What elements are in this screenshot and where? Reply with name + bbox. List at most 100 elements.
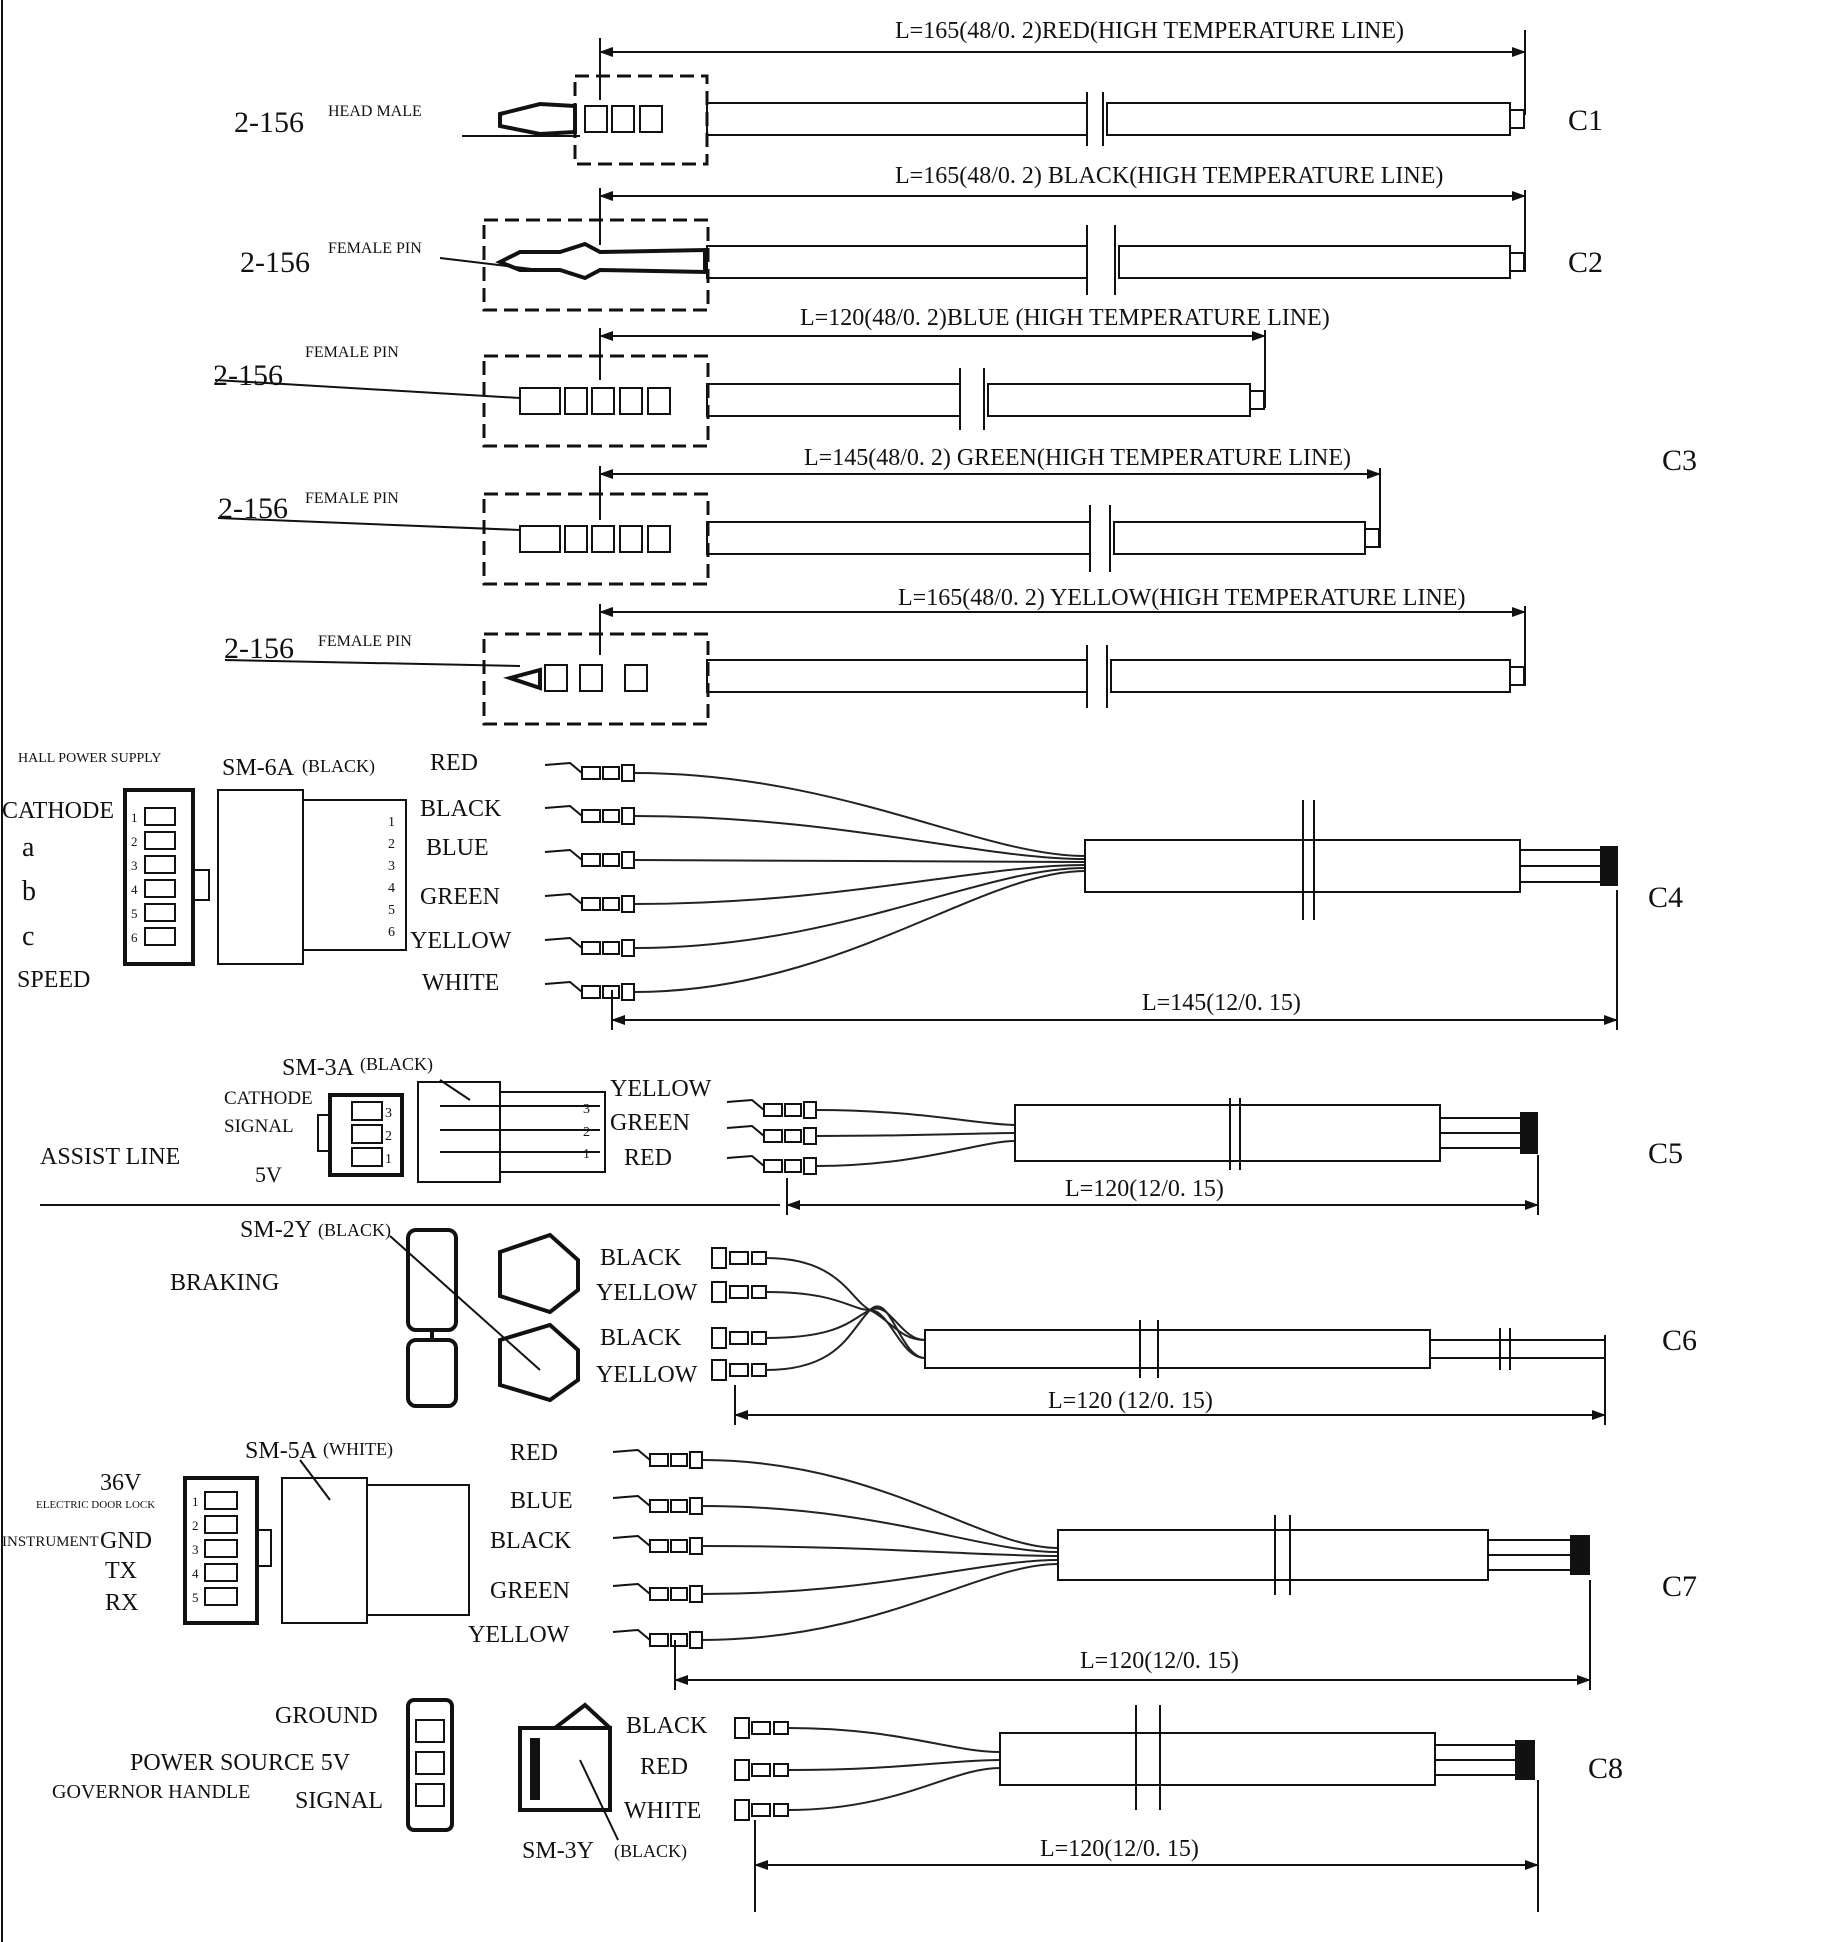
c7-wire	[701, 1459, 1059, 1549]
dimension-label: L=165(48/0. 2) BLACK(HIGH TEMPERATURE LI…	[895, 163, 1443, 189]
c4-pin-number: 6	[131, 930, 138, 945]
c7-connector-model: SM-5A	[245, 1438, 318, 1464]
svg-text:3: 3	[583, 1102, 590, 1117]
c7-signal: TX	[105, 1558, 137, 1584]
c7-wire	[701, 1505, 1059, 1553]
connector-id-c7: C7	[1662, 1570, 1697, 1603]
c4-dimension: L=145(12/0. 15)	[1142, 990, 1301, 1016]
c7-slot	[204, 1563, 238, 1582]
c7-pin-number: 2	[192, 1518, 199, 1533]
dimension-label: L=165(48/0. 2) YELLOW(HIGH TEMPERATURE L…	[898, 585, 1465, 611]
c7-wire-label: YELLOW	[468, 1622, 570, 1648]
c6-wire	[765, 1257, 926, 1341]
c4-side-pin-number: 1	[388, 815, 395, 830]
pin-type: FEMALE PIN	[328, 240, 422, 257]
svg-text:3: 3	[385, 1106, 392, 1121]
c8-signal: GOVERNOR HANDLE	[52, 1781, 250, 1803]
c4-wire	[633, 864, 1086, 905]
c4-signal: SPEED	[17, 967, 90, 993]
c7-cable-jacket	[1057, 1529, 1489, 1581]
c4-slot	[144, 807, 176, 826]
c5-housing-side	[417, 1081, 501, 1183]
part-number: 2-156	[234, 106, 304, 139]
c7-signal: RX	[105, 1590, 138, 1616]
c4-wire-label: WHITE	[422, 970, 499, 996]
c4-pin-number: 4	[131, 882, 138, 897]
c6-title: BRAKING	[170, 1270, 279, 1296]
c6-wire-label: BLACK	[600, 1325, 682, 1351]
c6-cable-jacket	[924, 1329, 1431, 1369]
female-pin	[495, 241, 707, 281]
c8-signal: GROUND	[275, 1703, 378, 1729]
pin-type: FEMALE PIN	[318, 633, 412, 650]
c4-side-pin-number: 4	[388, 881, 395, 896]
c6-connector-model: SM-2Y	[240, 1217, 312, 1243]
row-c2: L=165(48/0. 2) BLACK(HIGH TEMPERATURE LI…	[240, 163, 1603, 312]
c4-pin-number: 1	[131, 810, 138, 825]
c5-wire	[815, 1109, 1016, 1126]
c4-wire	[633, 859, 1086, 863]
section-c5: SM-3A (BLACK) CATHODE SIGNAL 5V ASSIST L…	[40, 1054, 1683, 1215]
c5-connector-model: SM-3A	[282, 1055, 355, 1081]
c4-side-pin-number: 3	[388, 859, 395, 874]
c4-side-pin-number: 2	[388, 837, 395, 852]
c8-wire	[787, 1759, 1001, 1771]
c4-side-pin-number: 6	[388, 925, 395, 940]
c4-slot	[144, 927, 176, 946]
wire-jacket	[706, 102, 1088, 136]
c7-slot	[204, 1539, 238, 1558]
c7-signal: GND	[100, 1528, 152, 1554]
c4-wire-label: GREEN	[420, 884, 500, 910]
section-c4: HALL POWER SUPPLY SM-6A (BLACK) CATHODE …	[2, 750, 1683, 1030]
c4-connector-color: (BLACK)	[302, 756, 375, 777]
c4-slot	[144, 903, 176, 922]
c4-signal: CATHODE	[2, 798, 114, 824]
section-c8: GROUND POWER SOURCE 5V GOVERNOR HANDLE S…	[52, 1698, 1623, 1912]
connector-outline	[482, 218, 710, 312]
c7-pin-number: 3	[192, 1542, 199, 1557]
c7-connector-color: (WHITE)	[323, 1439, 393, 1460]
c8-wire-label: BLACK	[626, 1713, 708, 1739]
connector-id-c2: C2	[1568, 246, 1603, 279]
c6-wire-label: YELLOW	[596, 1362, 698, 1388]
c4-signal: c	[22, 921, 34, 952]
c4-wire-label: YELLOW	[410, 928, 512, 954]
connector-outline	[482, 354, 710, 448]
c7-wire	[701, 1559, 1059, 1595]
c8-wire	[787, 1727, 1001, 1753]
row-green: L=145(48/0. 2) GREEN(HIGH TEMPERATURE LI…	[217, 445, 1381, 586]
row-blue: L=120(48/0. 2)BLUE (HIGH TEMPERATURE LIN…	[213, 305, 1330, 448]
c8-socket	[518, 1726, 612, 1812]
c7-wire	[701, 1563, 1059, 1641]
c7-pin-number: 4	[192, 1566, 199, 1581]
c4-slot	[144, 855, 176, 874]
c8-wire-label: WHITE	[624, 1798, 701, 1824]
c7-signal: INSTRUMENT	[2, 1534, 99, 1550]
part-number: 2-156	[240, 246, 310, 279]
connector-id-c6: C6	[1662, 1324, 1697, 1357]
c8-plug-body	[406, 1698, 454, 1832]
c5-wire-label: RED	[624, 1145, 672, 1171]
c4-wire	[633, 867, 1086, 949]
c4-connector-model: SM-6A	[222, 755, 295, 781]
c5-wire-label: YELLOW	[610, 1076, 712, 1102]
c7-wire-label: BLACK	[490, 1528, 572, 1554]
c8-signal: SIGNAL	[295, 1788, 383, 1814]
connector-outline	[482, 492, 710, 586]
c6-socket-lower	[498, 1322, 580, 1403]
c6-connector-color: (BLACK)	[318, 1220, 391, 1241]
c4-wire-label: BLUE	[426, 835, 489, 861]
c7-dimension: L=120(12/0. 15)	[1080, 1648, 1239, 1674]
svg-text:2: 2	[583, 1125, 590, 1140]
c5-signal: 5V	[255, 1162, 282, 1187]
c5-wire-label: GREEN	[610, 1110, 690, 1136]
c6-connector-body	[406, 1228, 458, 1332]
section-c6: SM-2Y (BLACK) BRAKING BLACK YELLOW BLACK…	[170, 1217, 1697, 1425]
c4-wire-label: BLACK	[420, 796, 502, 822]
connector-id-c5: C5	[1648, 1137, 1683, 1170]
c4-pin-number: 3	[131, 858, 138, 873]
c7-signal: 36V	[100, 1470, 142, 1496]
svg-text:1: 1	[385, 1152, 392, 1167]
c5-wire	[815, 1140, 1016, 1167]
